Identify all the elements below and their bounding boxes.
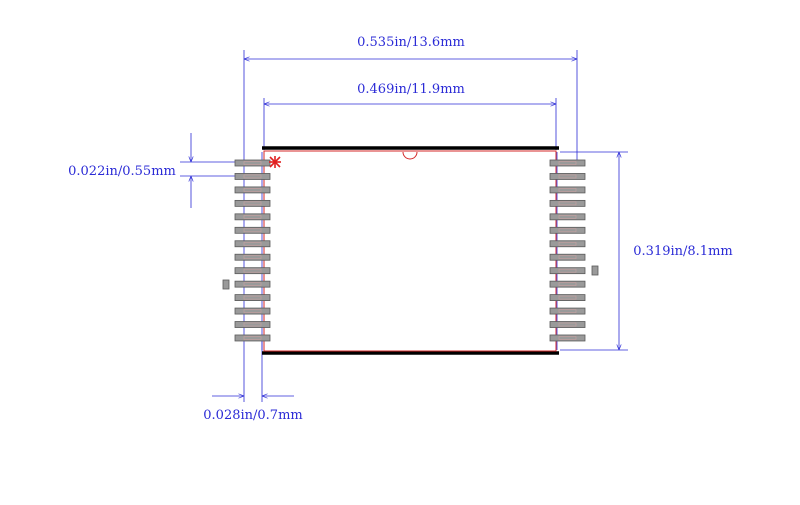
right-pad-inner bbox=[558, 309, 577, 313]
right-pad-inner bbox=[558, 174, 577, 179]
left-pad-inner bbox=[243, 188, 262, 192]
right-pad-inner bbox=[558, 228, 577, 233]
left-pad bbox=[234, 267, 271, 275]
left-pad-inner bbox=[243, 174, 262, 179]
left-pad-inner bbox=[243, 201, 262, 206]
left-pad-inner bbox=[243, 309, 262, 313]
right-pad-inner bbox=[558, 268, 577, 273]
right-pad-row bbox=[549, 159, 586, 342]
right-pad bbox=[549, 307, 586, 315]
right-pad bbox=[549, 199, 586, 207]
right-pad-inner bbox=[558, 188, 577, 192]
left-pad bbox=[234, 307, 271, 315]
body-height-label: 0.319in/8.1mm bbox=[633, 244, 732, 259]
overall-width-label: 0.535in/13.6mm bbox=[357, 35, 465, 50]
left-pad bbox=[234, 321, 271, 328]
pad-height-label: 0.022in/0.55mm bbox=[68, 164, 176, 179]
left-pad bbox=[234, 173, 271, 180]
left-pad bbox=[234, 213, 271, 221]
left-pad bbox=[234, 253, 271, 261]
right-pad-inner bbox=[558, 201, 577, 206]
right-pad-inner bbox=[558, 215, 577, 219]
right-pad bbox=[549, 334, 586, 342]
pin1-marker-icon bbox=[269, 156, 281, 168]
right-mounting-mark bbox=[591, 265, 599, 276]
left-pad-inner bbox=[243, 215, 262, 219]
left-pad bbox=[234, 159, 271, 167]
left-pad bbox=[234, 240, 271, 248]
left-pad-inner bbox=[243, 255, 262, 260]
right-pad-inner bbox=[558, 336, 577, 340]
right-pad-inner bbox=[558, 255, 577, 260]
left-pad bbox=[234, 334, 271, 342]
dimension-lines bbox=[191, 59, 619, 396]
right-pad-inner bbox=[558, 282, 577, 286]
right-pad-inner bbox=[558, 241, 577, 246]
left-pad-inner bbox=[243, 336, 262, 340]
body-outline bbox=[263, 150, 557, 352]
pin1-notch bbox=[402, 151, 418, 160]
extension-lines bbox=[180, 50, 628, 402]
right-pad bbox=[549, 186, 586, 194]
right-pad-inner bbox=[558, 161, 577, 165]
right-pad-inner bbox=[558, 295, 577, 300]
left-pad-inner bbox=[243, 282, 262, 286]
left-pad-inner bbox=[243, 295, 262, 300]
left-pad-inner bbox=[243, 322, 262, 327]
left-pad-inner bbox=[243, 241, 262, 246]
right-pad bbox=[549, 280, 586, 288]
left-pad bbox=[234, 199, 271, 207]
right-pad bbox=[549, 173, 586, 180]
right-pad bbox=[549, 294, 586, 302]
right-pad bbox=[549, 267, 586, 275]
body-width-label: 0.469in/11.9mm bbox=[357, 82, 465, 97]
left-mounting-mark bbox=[222, 279, 230, 290]
right-pad bbox=[549, 213, 586, 221]
right-pad bbox=[549, 226, 586, 234]
left-pad bbox=[234, 186, 271, 194]
right-pad-inner bbox=[558, 322, 577, 327]
left-pad-inner bbox=[243, 161, 262, 165]
left-pad-row bbox=[234, 159, 271, 342]
pad-width-label: 0.028in/0.7mm bbox=[203, 408, 302, 423]
left-pad bbox=[234, 226, 271, 234]
left-pad bbox=[234, 294, 271, 302]
right-pad bbox=[549, 240, 586, 248]
left-pad bbox=[234, 280, 271, 288]
right-pad bbox=[549, 159, 586, 167]
right-pad bbox=[549, 321, 586, 328]
right-pad bbox=[549, 253, 586, 261]
left-pad-inner bbox=[243, 228, 262, 233]
left-pad-inner bbox=[243, 268, 262, 273]
package-body bbox=[261, 146, 559, 355]
